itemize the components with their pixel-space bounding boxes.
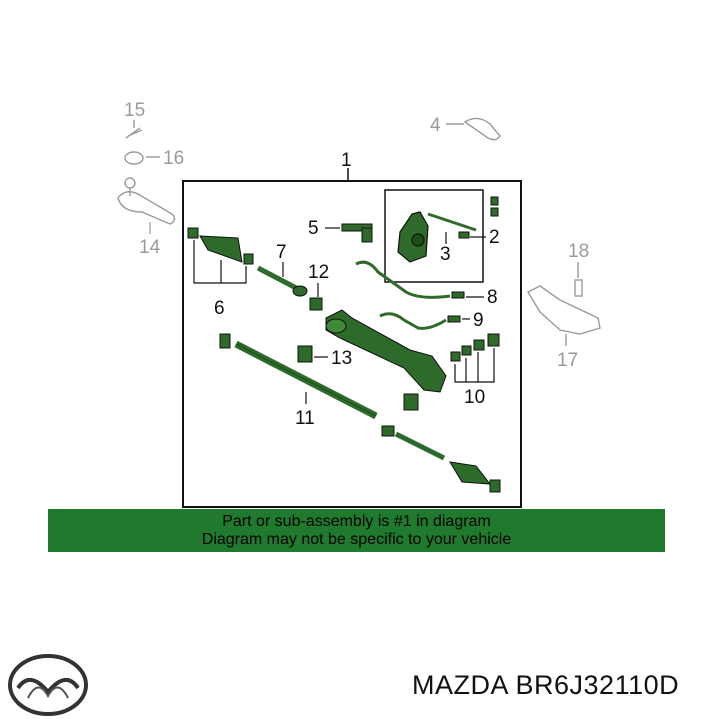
leader-10: [454, 348, 495, 383]
heat-shield: [446, 117, 501, 141]
return-line-9: [379, 312, 461, 330]
inner-tie-rod-7: [256, 265, 308, 297]
banner-line-1: Part or sub-assembly is #1 in diagram: [222, 513, 491, 530]
fitting-5: [341, 223, 373, 243]
bushing-13: [297, 345, 313, 363]
callout-3: 3: [440, 244, 451, 265]
callout-12: 12: [308, 262, 329, 283]
callout-4: 4: [430, 115, 441, 136]
callout-11: 11: [295, 408, 315, 429]
rack-11: [219, 333, 378, 420]
callout-17: 17: [557, 350, 578, 371]
valve-bolts: [458, 196, 499, 239]
disclaimer-banner: Part or sub-assembly is #1 in diagram Di…: [48, 509, 665, 552]
part-number: MAZDA BR6J32110D: [412, 670, 680, 700]
valve-housing: [397, 211, 477, 263]
leader-6: [193, 240, 247, 284]
callout-5: 5: [308, 218, 319, 239]
mazda-logo-icon: [8, 654, 88, 716]
callout-10: 10: [464, 387, 485, 408]
mounting-bracket: [527, 285, 601, 346]
valve-subframe: [384, 189, 484, 283]
outer-tie-rod-end: [117, 177, 176, 225]
callout-2: 2: [489, 227, 500, 248]
boot-kit: [187, 227, 254, 265]
callout-9: 9: [473, 310, 484, 331]
assembly-frame: [182, 180, 522, 508]
banner-line-2: Diagram may not be specific to your vehi…: [201, 531, 512, 548]
callout-15: 15: [124, 100, 145, 121]
callout-8: 8: [487, 287, 498, 308]
cotter-pin: [125, 120, 143, 139]
pressure-line-8: [355, 260, 465, 299]
bracket-bolt: [574, 262, 583, 297]
seal-kit-10: [450, 333, 500, 362]
callout-14: 14: [139, 237, 161, 258]
bushing-12: [309, 297, 323, 311]
callout-1: 1: [341, 150, 352, 171]
callout-18: 18: [568, 241, 589, 262]
inner-tie-rod-right: [381, 425, 501, 493]
castle-nut: [124, 151, 160, 165]
callout-13: 13: [331, 348, 352, 369]
callout-7: 7: [276, 242, 287, 263]
callout-6: 6: [214, 298, 225, 319]
gear-housing: [325, 309, 447, 411]
callout-16: 16: [163, 148, 184, 169]
